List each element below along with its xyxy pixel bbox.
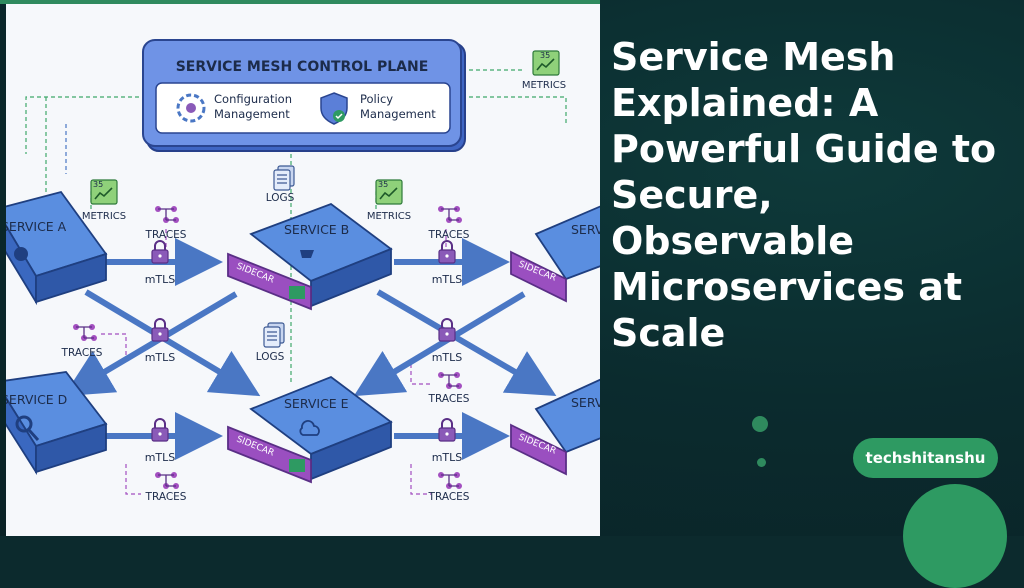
mtls-label: mTLS [145,351,176,364]
service-c-label: SERV [571,222,600,237]
logs-icon [263,322,285,348]
page-title: Service Mesh Explained: A Powerful Guide… [611,35,997,355]
logs-label: LOGS [266,192,295,204]
decorative-dot [752,416,768,432]
traces-label: TRACES [428,393,470,405]
mtls-label: mTLS [145,451,176,464]
logs-label: LOGS [256,351,285,363]
policy-label-line1: Policy [360,92,393,106]
metrics-label: METRICS [367,211,411,222]
lock-icon [438,318,456,342]
metrics-value: 35 [378,180,388,189]
metrics-value: 35 [93,180,103,189]
metrics-label: METRICS [522,80,566,91]
service-d: SERVICE D [6,371,108,476]
config-label-line1: Configuration [214,92,292,106]
traces-icon [437,371,463,390]
service-b-label: SERVICE B [284,222,349,237]
control-plane-title: SERVICE MESH CONTROL PLANE [176,59,429,75]
mtls-label: mTLS [432,351,463,364]
traces-icon [437,205,463,224]
accent-bar [0,0,600,4]
config-label-line2: Management [214,107,290,121]
decorative-dot [757,458,766,467]
traces-icon [154,205,180,224]
lock-icon [438,240,456,264]
lock-icon [438,418,456,442]
traces-label: TRACES [61,347,103,359]
policy-label-line2: Management [360,107,436,121]
traces-icon [72,323,98,342]
service-b: SERVICE B SIDECAR [227,202,393,311]
lock-icon [151,318,169,342]
service-f: SERV SIDECAR [510,378,600,476]
traces-label: TRACES [428,229,470,241]
lock-icon [151,240,169,264]
control-plane: SERVICE MESH CONTROL PLANE Configuration… [142,39,466,152]
traces-icon [437,471,463,490]
service-c: SERV SIDECAR [510,205,600,303]
service-f-label: SERV [571,395,600,410]
service-d-label: SERVICE D [6,392,67,407]
service-e: SERVICE E SIDECAR [227,375,393,484]
traces-label: TRACES [145,229,187,241]
traces-label: TRACES [145,491,187,503]
policy-shield-icon [320,92,348,125]
configuration-icon [176,93,206,123]
metrics-label: METRICS [82,211,126,222]
decorative-circle [903,484,1007,588]
traces-label: TRACES [428,491,470,503]
brand-badge[interactable]: techshitanshu [853,438,998,478]
lock-icon [151,418,169,442]
service-a-label: SERVICE A [6,219,67,234]
service-e-label: SERVICE E [284,396,349,411]
traces-icon [154,471,180,490]
mtls-label: mTLS [145,273,176,286]
mtls-label: mTLS [432,273,463,286]
metrics-value: 35 [540,51,550,60]
service-a: SERVICE A [6,190,108,306]
mtls-label: mTLS [432,451,463,464]
logs-icon [273,165,295,191]
service-mesh-diagram: SERVICE MESH CONTROL PLANE Configuration… [6,4,600,536]
